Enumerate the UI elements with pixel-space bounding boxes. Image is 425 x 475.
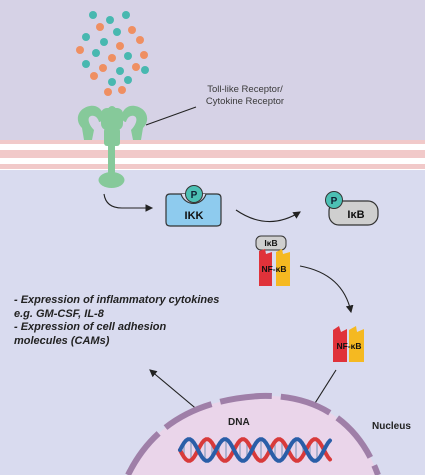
dna-helix-icon bbox=[178, 437, 332, 463]
arrow-receptor-to-ikk bbox=[103, 193, 154, 212]
ligand-dot bbox=[104, 88, 112, 96]
ligand-dot bbox=[141, 66, 149, 74]
cell-membrane bbox=[0, 140, 425, 170]
ligand-dot bbox=[108, 54, 116, 62]
ligand-dot bbox=[90, 72, 98, 80]
effects-line-3: - Expression of cell adhesion bbox=[14, 321, 167, 334]
expression-effects-list: - Expression of inflammatory cytokines e… bbox=[14, 294, 254, 348]
ligand-dot bbox=[106, 16, 114, 24]
ligand-dot bbox=[128, 26, 136, 34]
ligand-dot bbox=[99, 64, 107, 72]
nfkb-icon bbox=[333, 326, 364, 362]
ligand-dot bbox=[124, 76, 132, 84]
receptor-pointer-line bbox=[145, 106, 197, 126]
ikk-icon bbox=[165, 185, 222, 227]
ikk-phospho-label: P bbox=[191, 190, 198, 201]
effects-line-2: e.g. GM-CSF, IL-8 bbox=[14, 307, 104, 320]
complex-nfkb-label: NF-κB bbox=[261, 264, 286, 274]
receptor-label-line-2: Cytokine Receptor bbox=[205, 96, 285, 107]
ligand-dot bbox=[136, 36, 144, 44]
dna-label: DNA bbox=[228, 417, 250, 428]
ligand-dot bbox=[113, 28, 121, 36]
effects-line-1: - Expression of inflammatory cytokines bbox=[14, 294, 220, 306]
ikk-label: IKK bbox=[185, 210, 204, 222]
ikb-label: IκB bbox=[347, 209, 364, 221]
ligand-dot bbox=[116, 67, 124, 75]
ligand-dot bbox=[82, 33, 90, 41]
ligand-dot bbox=[96, 23, 104, 31]
ligand-dot bbox=[124, 52, 132, 60]
ligand-dot bbox=[118, 86, 126, 94]
receptor-label: Toll-like Receptor/ Cytokine Receptor bbox=[190, 84, 300, 108]
complex-ikb-label: IκB bbox=[264, 238, 277, 248]
arrow-ikk-to-ikb bbox=[235, 209, 301, 223]
ligand-dot bbox=[132, 63, 140, 71]
ligand-dot bbox=[116, 42, 124, 50]
ligand-cluster bbox=[76, 11, 149, 96]
ligand-dot bbox=[140, 51, 148, 59]
ligand-dot bbox=[100, 38, 108, 46]
effects-line-4: molecules (CAMs) bbox=[14, 334, 110, 347]
dna-strand-blue bbox=[178, 437, 332, 463]
ligand-dot bbox=[108, 78, 116, 86]
receptor-icon bbox=[77, 105, 148, 188]
ikb-phosphorylated-icon bbox=[325, 191, 379, 226]
ligand-dot bbox=[122, 11, 130, 19]
arrow-complex-to-nfkb bbox=[299, 265, 354, 314]
ligand-dot bbox=[76, 46, 84, 54]
ligand-dot bbox=[82, 60, 90, 68]
nucleus-label: Nucleus bbox=[372, 421, 411, 432]
ikb-nfkb-complex-icon bbox=[255, 235, 290, 286]
extracellular-space bbox=[0, 0, 425, 140]
ligand-dot bbox=[92, 49, 100, 57]
nfkb-label: NF-κB bbox=[336, 341, 361, 351]
ikb-phospho-label: P bbox=[331, 196, 338, 207]
receptor-label-line-1: Toll-like Receptor/ bbox=[207, 84, 283, 95]
ligand-dot bbox=[89, 11, 97, 19]
